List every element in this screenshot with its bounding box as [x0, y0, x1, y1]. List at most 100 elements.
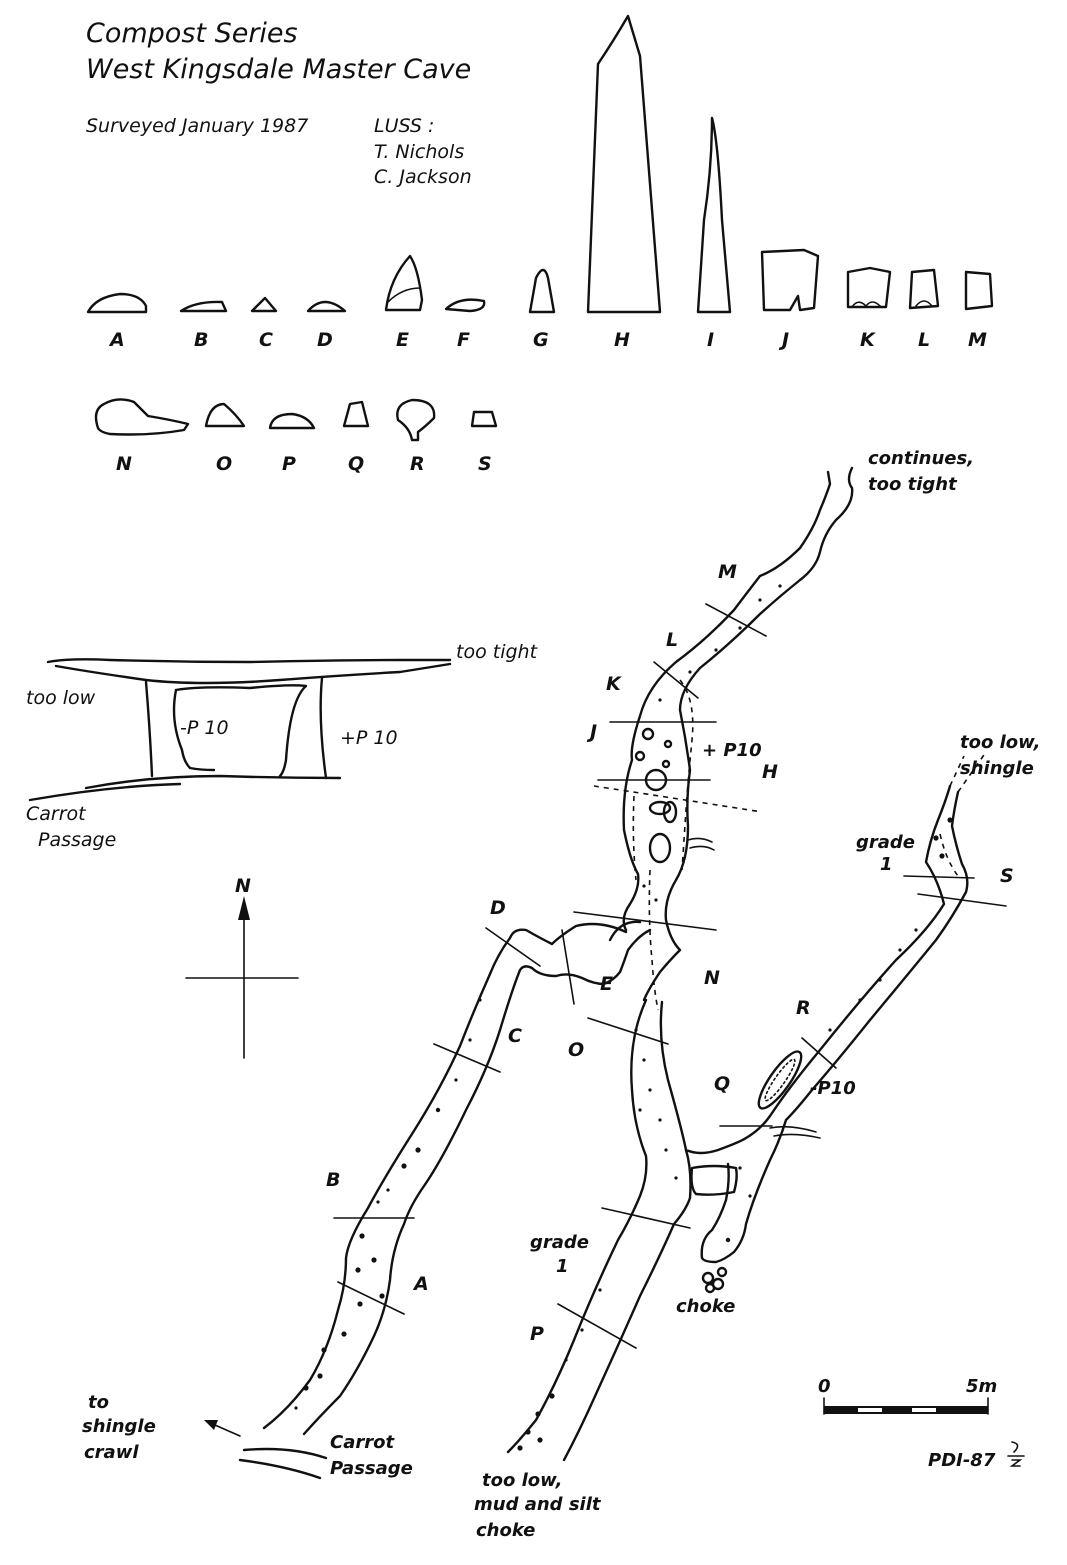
plan-pitch-minus: -P10	[810, 1078, 856, 1099]
plan-label-q: Q	[714, 1073, 730, 1095]
section-label-s: S	[478, 453, 492, 475]
plan-label-r: R	[796, 997, 811, 1019]
surveying-club: LUSS :	[374, 115, 434, 137]
cross-section-f	[444, 298, 486, 313]
cross-section-b	[179, 300, 228, 313]
elevation-pitch-plus: +P 10	[340, 727, 398, 749]
elevation-too-tight: too tight	[456, 641, 539, 663]
north-arrow	[185, 896, 299, 1059]
plan-to-shingle-3: crawl	[84, 1442, 139, 1463]
plan-pitch-plus: + P10	[702, 740, 762, 761]
section-label-h: H	[614, 329, 630, 351]
plan-too-low-shingle-1: too low,	[960, 732, 1040, 753]
title-line-2: West Kingsdale Master Cave	[86, 54, 471, 85]
plan-label-p: P	[530, 1323, 544, 1345]
plan-label-s: S	[1000, 865, 1014, 887]
elevation-view	[28, 658, 452, 802]
surveyed-date: Surveyed January 1987	[86, 115, 308, 137]
elevation-carrot-passage-1: Carrot	[26, 803, 87, 825]
plan-label-o: O	[568, 1039, 584, 1061]
title-line-1: Compost Series	[86, 18, 298, 49]
plan-grade-top-2: 1	[880, 854, 893, 875]
to-shingle-arrow	[204, 1420, 328, 1480]
plan-continues-2: too tight	[868, 474, 958, 495]
cross-section-o	[204, 402, 246, 428]
cross-section-c	[250, 296, 278, 313]
elevation-too-low: too low	[26, 687, 96, 709]
drawing-reference: PDI-87	[928, 1450, 996, 1471]
cross-section-s	[470, 410, 498, 428]
cross-section-labels-row-1: A B C D E F G H I J K L M	[108, 329, 987, 351]
plan-label-m: M	[718, 561, 737, 583]
plan-label-h: H	[762, 761, 778, 783]
plan-label-a: A	[412, 1273, 429, 1295]
section-label-r: R	[410, 453, 425, 475]
scale-zero: 0	[818, 1376, 831, 1397]
plan-western-passage	[262, 920, 652, 1436]
plan-section-labels: M L K J H D E N O C B A P Q R S	[326, 561, 1014, 1345]
plan-main-passage	[622, 466, 854, 1011]
elevation-carrot-passage-2: Passage	[38, 829, 116, 851]
plan-label-n: N	[704, 967, 720, 989]
plan-grade-top-1: grade	[856, 832, 915, 853]
cross-section-labels-row-2: N O P Q R S	[116, 453, 492, 475]
plan-to-shingle-1: to	[88, 1392, 109, 1413]
section-label-k: K	[860, 329, 876, 351]
cross-section-e	[384, 254, 424, 312]
cross-sections-row-2	[94, 398, 498, 442]
drawing-fraction-mark	[1007, 1441, 1025, 1467]
cross-sections-row-1	[86, 14, 994, 314]
section-label-f: F	[457, 329, 470, 351]
cross-section-n	[94, 398, 190, 436]
plan-carrot-1: Carrot	[330, 1432, 395, 1453]
section-label-o: O	[216, 453, 232, 475]
plan-label-k: K	[606, 673, 622, 695]
section-label-n: N	[116, 453, 132, 475]
plan-to-shingle-2: shingle	[82, 1416, 156, 1437]
cross-section-q	[342, 400, 370, 428]
section-label-m: M	[968, 329, 987, 351]
plan-grade-low-1: grade	[530, 1232, 589, 1253]
cross-section-a	[86, 292, 148, 314]
cross-section-h	[586, 14, 662, 314]
plan-label-b: B	[326, 1169, 340, 1191]
plan-too-low-shingle-2: shingle	[960, 758, 1034, 779]
sediment-dots	[294, 584, 953, 1451]
section-label-i: I	[707, 329, 714, 351]
scale-bar	[823, 1397, 989, 1415]
cross-section-d	[306, 300, 347, 313]
cross-section-l	[908, 268, 940, 310]
section-label-e: E	[396, 329, 409, 351]
cross-section-r	[396, 398, 436, 442]
section-label-c: C	[259, 329, 273, 351]
cross-section-g	[528, 268, 556, 314]
plan-mud-3: choke	[476, 1520, 535, 1541]
section-label-q: Q	[348, 453, 364, 475]
cross-section-k	[846, 266, 892, 309]
cross-section-i	[696, 116, 732, 314]
section-label-g: G	[533, 329, 549, 351]
plan-choke: choke	[676, 1296, 735, 1317]
surveyor-1: T. Nichols	[374, 141, 464, 163]
plan-label-l: L	[666, 629, 678, 651]
elevation-pitch-minus: -P 10	[180, 717, 229, 739]
plan-label-e: E	[600, 973, 613, 995]
cross-section-p	[268, 412, 316, 430]
section-label-j: J	[778, 329, 789, 351]
plan-mud-1: too low,	[482, 1470, 562, 1491]
scale-max: 5m	[966, 1376, 997, 1397]
section-label-l: L	[918, 329, 930, 351]
plan-section-lines	[333, 603, 1007, 1349]
plan-label-d: D	[490, 897, 506, 919]
plan-eastern-passage	[506, 751, 987, 1462]
north-label: N	[235, 875, 251, 897]
plan-grade-low-2: 1	[556, 1256, 569, 1277]
plan-carrot-2: Passage	[330, 1458, 413, 1479]
section-label-p: P	[282, 453, 296, 475]
cross-section-m	[964, 270, 994, 311]
plan-mud-2: mud and silt	[474, 1494, 602, 1515]
section-label-b: B	[194, 329, 208, 351]
section-label-d: D	[317, 329, 333, 351]
cross-section-j	[760, 248, 820, 312]
